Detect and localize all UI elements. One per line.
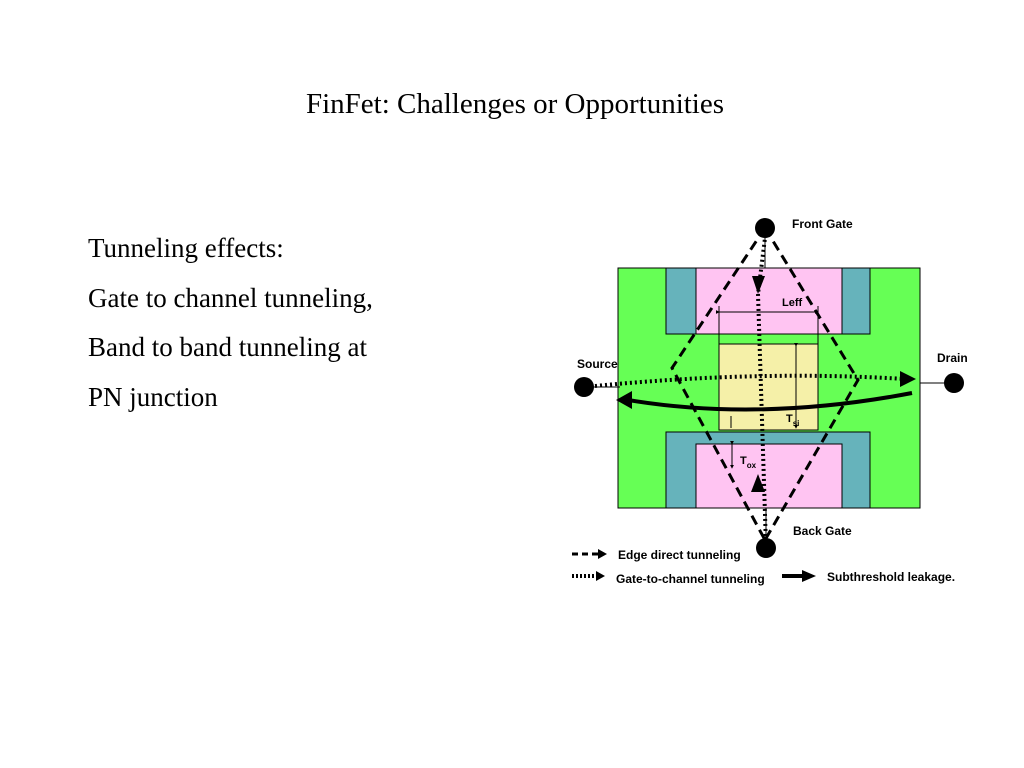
bullet-item: Gate to channel tunneling, [88, 282, 373, 313]
drain-terminal [944, 373, 964, 393]
bullet-item: Band to band tunneling at [88, 332, 367, 362]
gate-tunneling-arrowhead [752, 276, 765, 294]
subthreshold-leakage-path [627, 391, 913, 412]
legend-subthreshold: Subthreshold leakage. [827, 570, 955, 584]
finfet-diagram: Leff Tsi Tox Front Gate Back Gate Source… [572, 217, 968, 586]
edge-tunneling-path [670, 227, 767, 541]
channel-region [718, 343, 819, 431]
bullet-item: PN junction [88, 381, 218, 412]
gate-tunneling-path [756, 293, 768, 547]
slide-title: FinFet: Challenges or Opportunities [305, 88, 725, 120]
bullet-item: Tunneling effects: [88, 233, 284, 263]
gate-tunneling-arrowhead [900, 371, 916, 387]
gate-tunneling-arrowhead [751, 474, 765, 492]
front-gate-terminal [755, 218, 775, 238]
subthreshold-arrowhead [616, 391, 632, 409]
bullet-list: Tunneling effects: Gate to channel tunne… [88, 228, 373, 426]
source-terminal [574, 377, 594, 397]
back-gate-terminal [756, 538, 776, 558]
edge-tunneling-path [763, 227, 860, 541]
tsi-label: Tsi [786, 413, 799, 428]
drain-label: Drain [937, 351, 968, 365]
gate-tunneling-path [594, 373, 906, 388]
legend-dashed-arrowhead [598, 549, 607, 559]
source-label: Source [577, 357, 618, 371]
back-gate-label: Back Gate [793, 524, 852, 538]
tox-label: Tox [740, 455, 757, 470]
legend-gate-to-channel: Gate-to-channel tunneling [616, 572, 765, 586]
back-gate-region [695, 443, 843, 509]
legend-edge-direct: Edge direct tunneling [618, 548, 741, 562]
legend-solid-arrowhead [802, 570, 816, 582]
front-gate-label: Front Gate [792, 217, 853, 231]
leff-label: Leff [782, 297, 803, 309]
legend-dotted-arrowhead [596, 571, 605, 581]
